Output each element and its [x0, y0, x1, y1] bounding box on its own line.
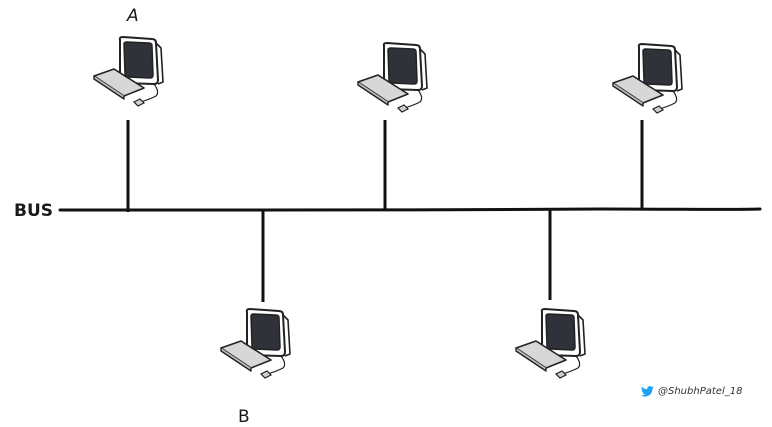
computer-top-right-icon	[612, 43, 683, 114]
twitter-bird-icon	[641, 386, 654, 397]
author-credit[interactable]: @ShubhPatel_18	[641, 386, 742, 397]
computer-b-icon	[220, 308, 291, 379]
bus-line	[58, 207, 762, 212]
node-label-a: A	[126, 6, 139, 26]
computer-bottom-right-icon	[515, 308, 586, 379]
node-label-b: B	[238, 407, 250, 427]
bus-label: BUS	[14, 201, 53, 221]
computer-top-middle-icon	[357, 42, 428, 113]
author-handle: @ShubhPatel_18	[658, 386, 743, 397]
computer-a-icon	[93, 36, 164, 107]
